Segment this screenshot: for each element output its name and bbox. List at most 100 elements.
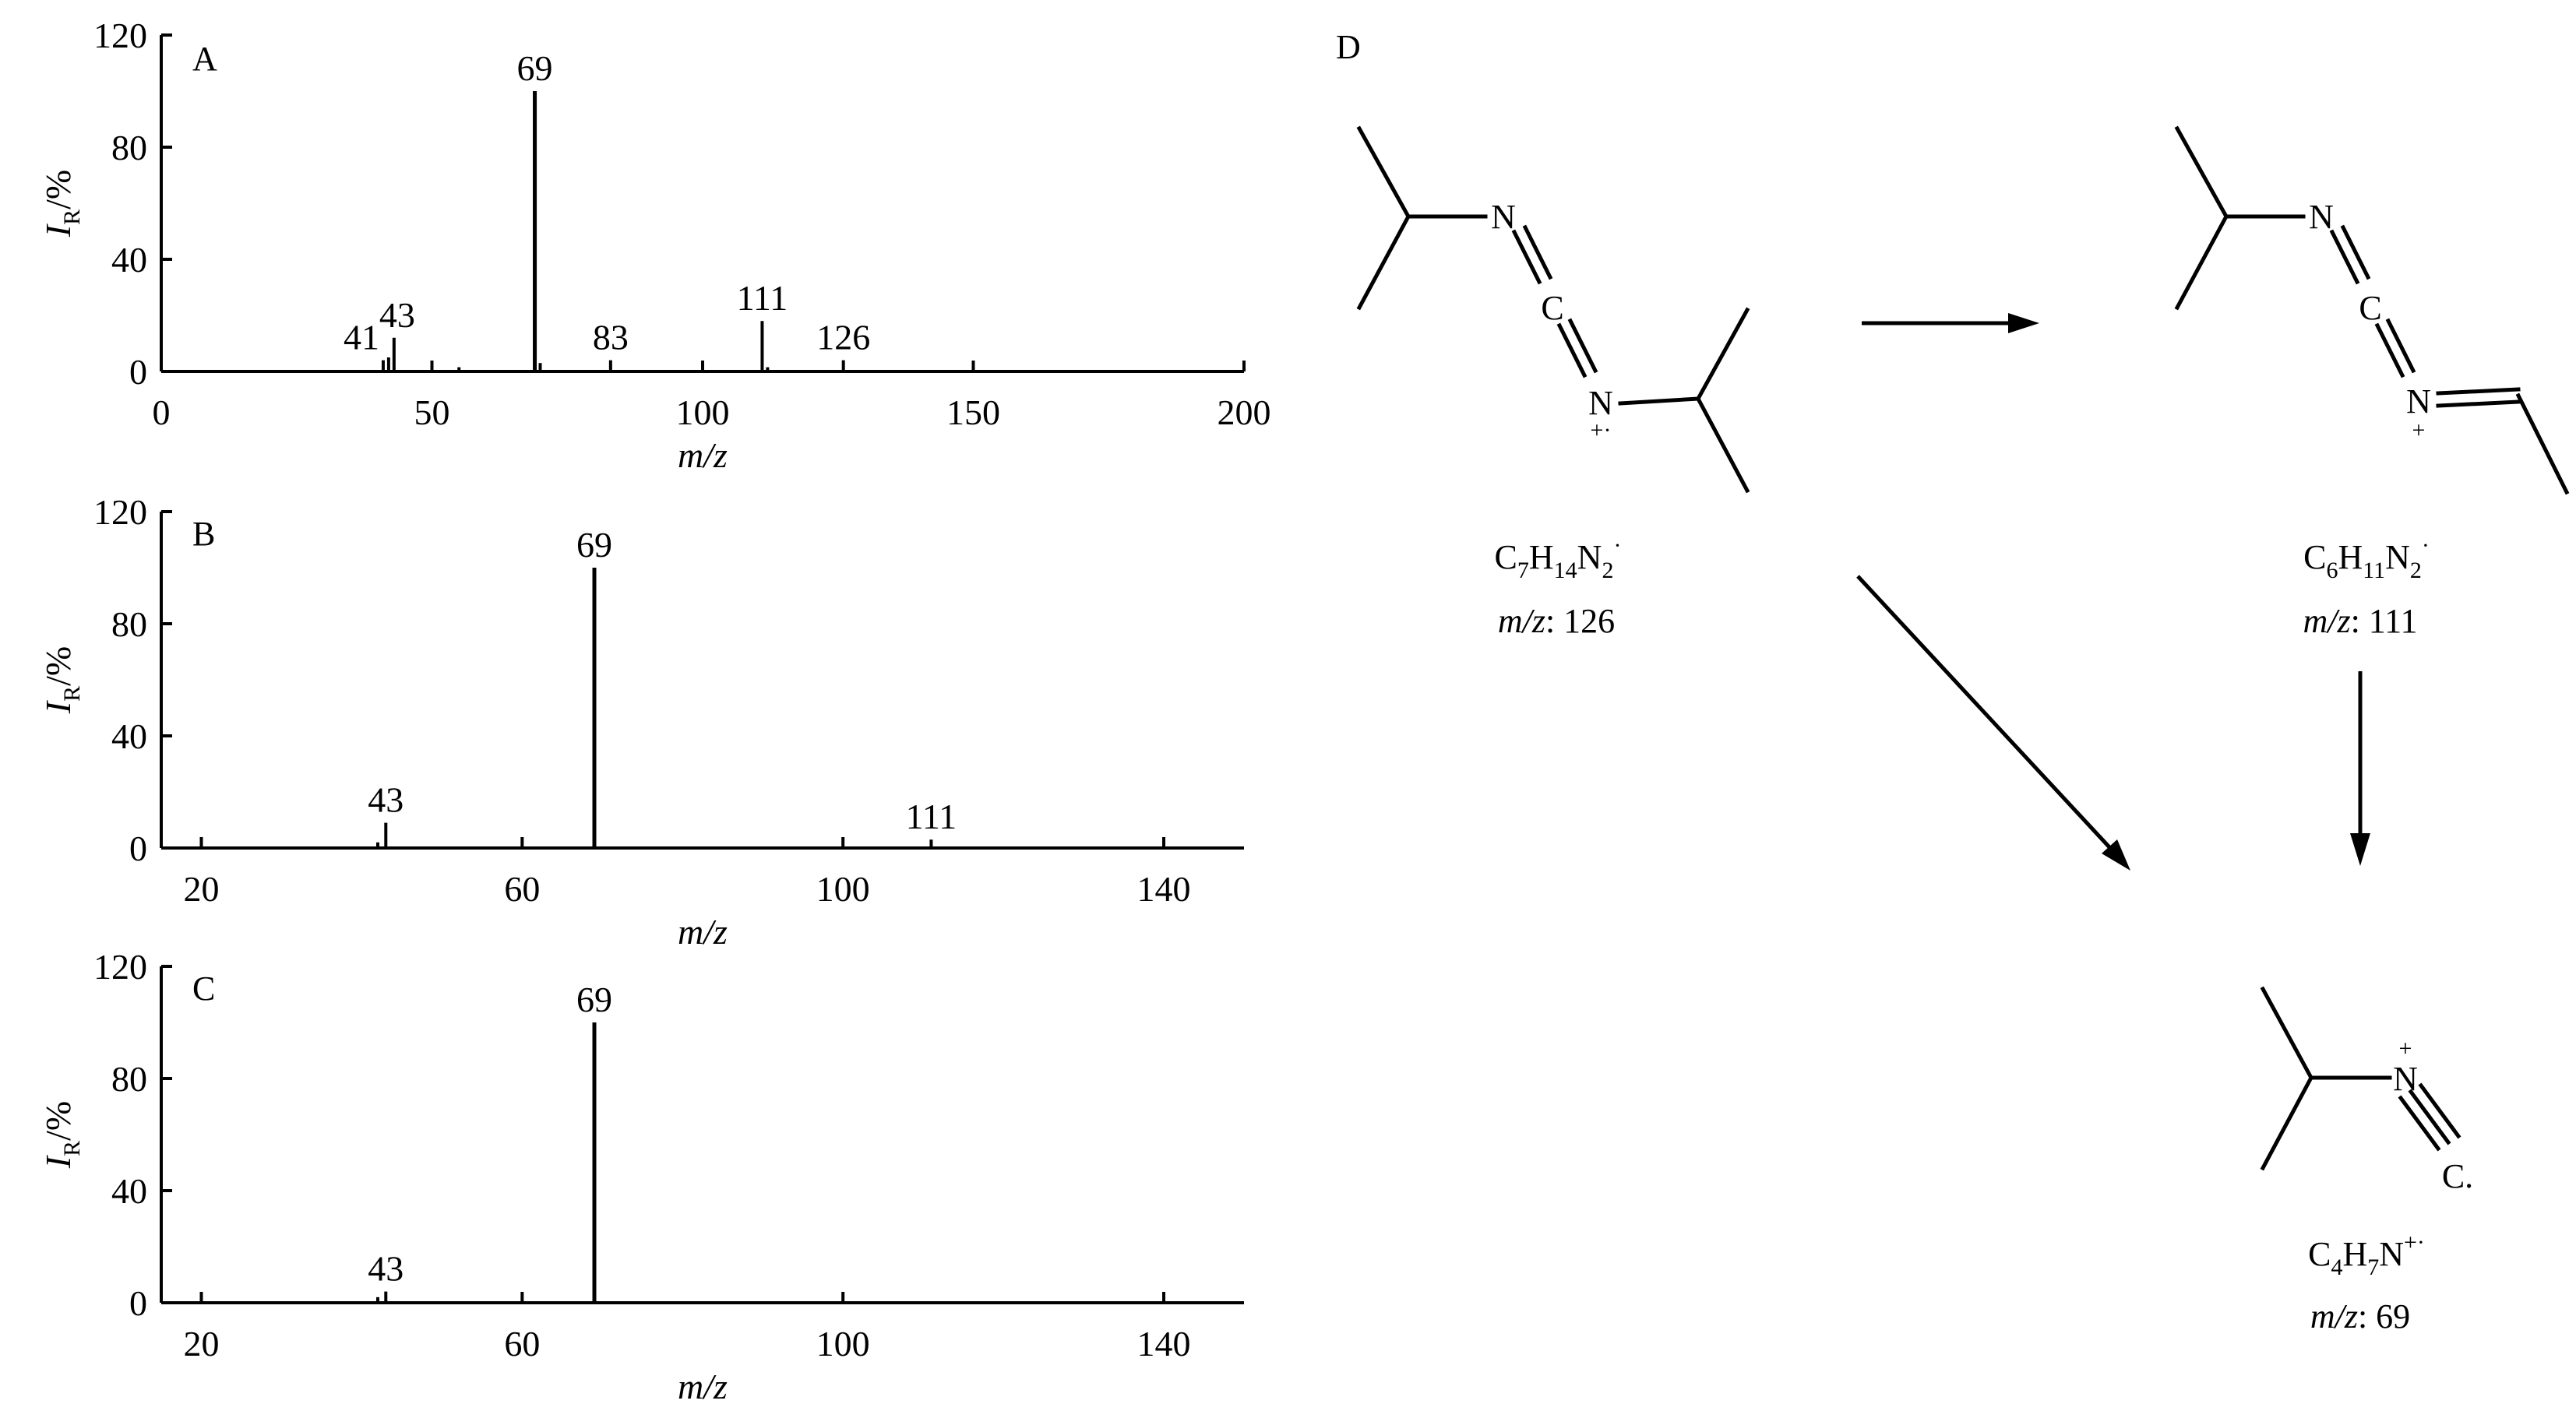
x-tick-label: 150: [946, 392, 1000, 432]
charge-plus: +: [2412, 417, 2426, 443]
atom-n: N: [2406, 382, 2431, 420]
bond: [2385, 318, 2416, 374]
x-ticks: 20 60 100 140: [183, 1292, 1191, 1363]
y-tick-label: 0: [129, 352, 147, 392]
formula-part: 7: [1517, 558, 1529, 583]
x-tick-label: 100: [676, 392, 730, 432]
formula-m111: C6H11N2·: [2303, 533, 2430, 583]
atom-n: N: [2393, 1060, 2418, 1098]
bond: [1356, 125, 1411, 220]
fragmentation-scheme: D N C N +·: [1336, 28, 2570, 1335]
bond: [2418, 1082, 2461, 1139]
x-axis-label: m/z: [678, 435, 728, 475]
formula-part: ·: [1613, 533, 1621, 558]
x-tick-label: 20: [183, 869, 219, 909]
peak-label: 126: [816, 318, 870, 357]
peak-label: 69: [576, 980, 612, 1019]
x-tick-label: 20: [183, 1324, 219, 1363]
y-tick-label: 40: [111, 240, 147, 280]
x-tick-label: 140: [1137, 1324, 1191, 1363]
peak-label: 69: [517, 48, 553, 88]
peak-label: 111: [906, 797, 957, 836]
mz-label-m126: m/z: 126: [1498, 602, 1615, 640]
x-tick-label: 200: [1218, 392, 1271, 432]
arrow-line: [1856, 575, 2111, 849]
formula-part: 4: [2331, 1254, 2342, 1280]
structure-m111: N C N +: [2174, 125, 2570, 495]
peak-label: 41: [344, 318, 379, 357]
peak-label: 43: [368, 1249, 403, 1289]
bond: [2436, 387, 2521, 396]
bond: [1556, 322, 1588, 378]
formula-part: 6: [2326, 558, 2338, 583]
mz-label-m69: m/z: 69: [2310, 1297, 2410, 1335]
peak-label: 83: [593, 318, 629, 357]
atom-n: N: [1588, 384, 1613, 422]
y-tick-label: 80: [111, 128, 147, 167]
structure-m126: N C N +·: [1356, 125, 1750, 494]
y-ticks: 0 40 80 120: [93, 492, 172, 868]
peak-label: 43: [379, 295, 415, 335]
bond: [2436, 399, 2521, 408]
bond: [2329, 229, 2360, 285]
formula-m69: C4H7N+·: [2308, 1230, 2425, 1280]
bond: [2174, 213, 2229, 311]
bond: [1567, 318, 1598, 374]
y-axis-label: IR/%: [38, 170, 85, 238]
formula-part: +·: [2404, 1230, 2425, 1255]
bond: [2515, 392, 2570, 495]
y-tick-label: 120: [93, 492, 147, 532]
formula-part: H: [1529, 538, 1554, 576]
x-tick-label: 60: [504, 1324, 540, 1363]
formula-part: C: [1495, 538, 1517, 576]
x-axis-label: m/z: [678, 912, 728, 952]
peaks: [381, 91, 845, 371]
peak-label: 69: [576, 525, 612, 565]
formula-part: 14: [1554, 558, 1577, 583]
atom-c-radical: C.: [2442, 1157, 2473, 1195]
arrow-126-to-69: [1856, 575, 2130, 871]
arrow-111-to-69: [2350, 671, 2370, 866]
atom-c: C: [1541, 289, 1563, 327]
x-tick-label: 0: [153, 392, 171, 432]
bond: [1695, 396, 1750, 494]
bond: [2260, 986, 2314, 1081]
peak-labels: 43 69 111: [368, 525, 957, 836]
atom-n: N: [1491, 198, 1516, 236]
formula-part: 2: [2410, 558, 2422, 583]
mz-label-m111: m/z: 111: [2303, 602, 2417, 640]
bond: [2174, 125, 2229, 220]
y-tick-label: 80: [111, 604, 147, 644]
bond: [2398, 1095, 2441, 1152]
peaks: [376, 1022, 597, 1303]
bond: [1356, 213, 1411, 311]
y-tick-label: 80: [111, 1059, 147, 1099]
bond: [1695, 307, 1750, 402]
y-tick-label: 0: [129, 829, 147, 868]
peak-label: 43: [368, 780, 403, 820]
atom-c: C: [2359, 289, 2381, 327]
panel-label: B: [192, 515, 215, 553]
y-tick-label: 120: [93, 947, 147, 987]
y-axis-label: IR/%: [38, 1101, 85, 1169]
bond: [2408, 1089, 2451, 1145]
bond: [2260, 1075, 2314, 1171]
arrow-head: [2102, 839, 2130, 871]
formula-part: C: [2308, 1235, 2331, 1273]
x-tick-label: 100: [816, 1324, 870, 1363]
x-tick-label: 140: [1137, 869, 1191, 909]
bond: [1522, 224, 1553, 280]
peak-labels: 43 69: [368, 980, 612, 1289]
atom-n: N: [2309, 198, 2334, 236]
x-tick-label: 60: [504, 869, 540, 909]
y-axis-label: IR/%: [38, 646, 85, 714]
formula-part: N: [1577, 538, 1602, 576]
y-tick-label: 0: [129, 1283, 147, 1323]
y-tick-label: 40: [111, 716, 147, 756]
panel-label: D: [1336, 28, 1361, 66]
